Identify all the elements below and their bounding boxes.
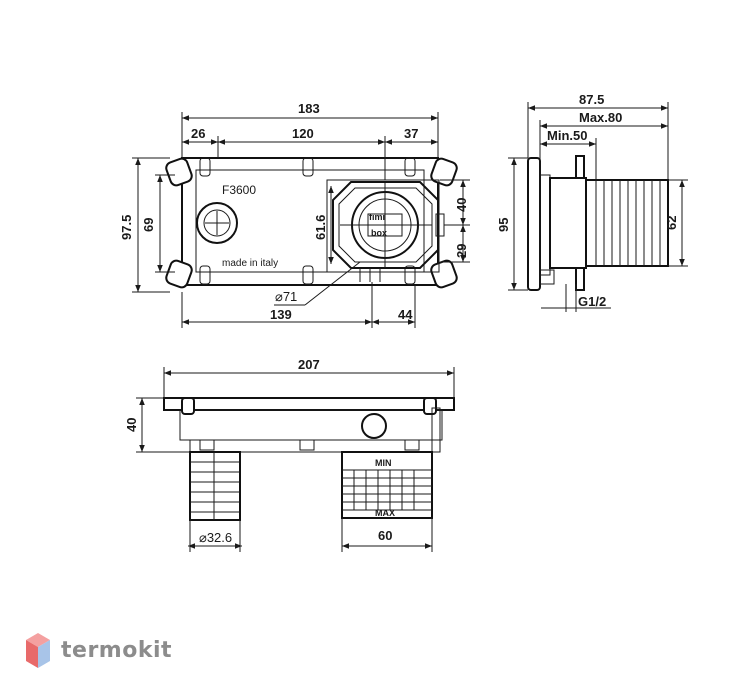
cartridge-text-top: fimi (369, 212, 385, 222)
bottom-view: MIN MAX 207 40 ⌀32.6 60 (124, 357, 455, 552)
dim-87-5: 87.5 (579, 92, 604, 107)
dim-max-80: Max.80 (579, 110, 622, 125)
side-flange (527, 157, 541, 291)
front-body-inner (195, 169, 425, 273)
brand-name: termokit (61, 638, 173, 663)
dim-40: 40 (454, 198, 469, 212)
front-view: F3600 made in italy fimi box 183 (119, 101, 470, 328)
front-dimensions: 183 26 120 37 97.5 69 61.6 (119, 101, 470, 328)
bottom-plate (163, 397, 455, 411)
dim-60: 60 (378, 528, 392, 543)
dim-37: 37 (404, 126, 418, 141)
dim-g1-2: G1/2 (578, 294, 606, 309)
hexagon-cube-icon (26, 633, 50, 668)
mounting-lugs (165, 157, 458, 289)
dim-97-5: 97.5 (119, 215, 134, 240)
left-port (196, 202, 238, 244)
dim-207: 207 (298, 357, 320, 372)
dim-44: 44 (398, 307, 413, 322)
cartridge-housing: fimi box (326, 179, 445, 282)
dim-61-6: 61.6 (313, 215, 328, 240)
dim-120: 120 (292, 126, 314, 141)
dim-95: 95 (496, 218, 511, 232)
dim-diameter-32-6: ⌀32.6 (199, 530, 232, 545)
bottom-threaded-block: MIN MAX (341, 451, 433, 519)
model-label: F3600 (222, 183, 256, 197)
dim-139: 139 (270, 307, 292, 322)
side-view: 87.5 Max.80 Min.50 95 62 G1/2 (496, 92, 688, 312)
dim-40-bottom: 40 (124, 418, 139, 432)
bottom-dimensions: 207 40 ⌀32.6 60 (124, 357, 455, 552)
origin-label: made in italy (222, 258, 278, 269)
dim-183: 183 (298, 101, 320, 116)
dim-min-50: Min.50 (547, 128, 587, 143)
dim-26: 26 (191, 126, 205, 141)
side-threaded-cartridge (585, 179, 669, 267)
side-body (549, 177, 587, 269)
dim-69: 69 (141, 218, 156, 232)
cartridge-text-bottom: box (371, 228, 387, 238)
side-dimensions: 87.5 Max.80 Min.50 95 62 G1/2 (496, 92, 688, 312)
min-label: MIN (375, 458, 392, 468)
dim-62: 62 (664, 216, 679, 230)
dim-29: 29 (454, 244, 469, 258)
max-label: MAX (375, 508, 395, 518)
bottom-pipe (189, 451, 241, 521)
bottom-port (361, 413, 387, 439)
dim-diameter-71: ⌀71 (275, 289, 297, 304)
